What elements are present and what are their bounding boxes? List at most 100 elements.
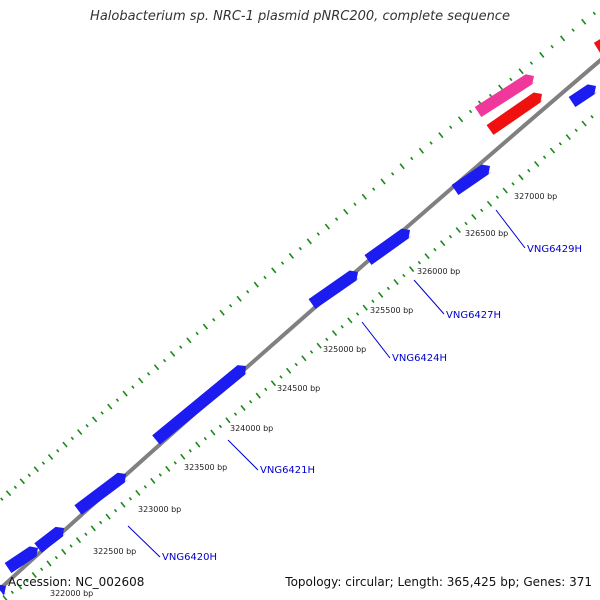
inner-tick <box>46 560 52 567</box>
gene-label-VNG6421H: VNG6421H <box>260 465 315 476</box>
inner-tick <box>511 182 515 186</box>
inner-tick <box>362 304 368 311</box>
gene-box <box>364 228 410 265</box>
inner-tick <box>590 115 594 119</box>
pink-feature-bevel <box>481 81 536 118</box>
tick-label-323500: 323500 bp <box>184 463 227 472</box>
inner-tick <box>31 572 37 579</box>
tick-label-324000: 324000 bp <box>230 424 273 433</box>
outer-tick <box>85 424 89 428</box>
inner-tick <box>518 174 524 181</box>
inner-tick <box>464 221 468 226</box>
outer-tick <box>228 304 233 308</box>
pink-feature <box>474 74 534 118</box>
outer-tick <box>488 93 493 98</box>
outer-tick <box>592 11 596 16</box>
outer-tick <box>162 358 167 363</box>
inner-tick <box>40 567 44 571</box>
gene-leader-line <box>495 209 526 249</box>
inner-tick <box>264 387 268 392</box>
gene-leader-line <box>413 279 445 315</box>
outer-tick <box>195 331 199 336</box>
outer-tick <box>468 109 473 114</box>
inner-tick <box>371 299 375 303</box>
inner-tick <box>105 513 111 520</box>
tick-label-322000: 322000 bp <box>50 589 93 598</box>
inner-tick <box>549 147 556 154</box>
outer-tick <box>316 232 320 236</box>
gene-leader-line <box>227 439 259 471</box>
outer-tick <box>571 28 575 32</box>
outer-tick <box>33 466 40 473</box>
outer-tick <box>219 309 225 316</box>
gene-leader-line <box>127 525 161 558</box>
inner-tick <box>75 537 82 544</box>
outer-tick <box>5 490 12 497</box>
inner-tick <box>25 579 29 583</box>
outer-tick <box>62 441 68 448</box>
tick-label-324500: 324500 bp <box>277 384 320 393</box>
inner-tick <box>158 473 162 477</box>
outer-tick <box>271 267 277 274</box>
gene-box-bevel <box>81 479 128 515</box>
outer-tick <box>399 163 405 170</box>
outer-tick <box>153 364 160 371</box>
tick-label-325500: 325500 bp <box>370 306 413 315</box>
accession-text: Accession: NC_002608 <box>8 575 145 589</box>
outer-tick <box>77 429 83 436</box>
inner-tick <box>135 489 141 496</box>
tick-label-323000: 323000 bp <box>138 505 181 514</box>
inner-tick <box>113 508 118 513</box>
outer-tick <box>410 156 414 161</box>
outer-tick <box>418 147 425 154</box>
outer-tick <box>19 478 26 485</box>
outer-tick <box>70 436 74 441</box>
outer-tick <box>41 461 46 465</box>
inner-tick <box>424 253 430 260</box>
topology-text: Topology: circular; Length: 365,425 bp; … <box>285 575 592 589</box>
backbone-arc <box>0 57 600 592</box>
inner-tick <box>527 168 531 173</box>
outer-tick <box>56 449 60 453</box>
inner-tick-ring <box>2 115 594 600</box>
inner-tick <box>565 134 571 141</box>
outer-tick <box>438 132 444 139</box>
inner-tick <box>558 142 563 146</box>
inner-tick <box>143 485 147 489</box>
inner-tick <box>150 477 156 484</box>
outer-tick <box>529 61 534 65</box>
outer-tick <box>539 51 545 58</box>
inner-tick <box>120 501 126 508</box>
gene-label-VNG6429H: VNG6429H <box>527 244 582 255</box>
inner-tick <box>90 525 96 532</box>
inner-tick <box>347 317 353 324</box>
inner-tick <box>248 400 253 404</box>
outer-tick <box>372 187 376 191</box>
outer-tick <box>306 238 312 245</box>
tick-label-327000: 327000 bp <box>514 192 557 201</box>
outer-tick <box>498 84 504 91</box>
inner-tick <box>325 337 329 342</box>
inner-tick <box>377 291 384 298</box>
outer-tick <box>246 289 250 294</box>
outer-tick <box>280 261 285 265</box>
inner-tick <box>233 412 238 416</box>
red-feature <box>593 39 600 53</box>
inner-tick <box>340 324 344 329</box>
label-layer: 322000 bp 322500 bp 323000 bp 323500 bp … <box>50 192 582 598</box>
red-feature <box>486 92 542 135</box>
inner-tick <box>203 436 207 441</box>
backbone-track <box>0 57 600 592</box>
inner-tick <box>165 465 171 472</box>
inner-tick <box>533 160 540 167</box>
gene-box-bevel <box>315 277 360 309</box>
gene-label-VNG6427H: VNG6427H <box>446 310 501 321</box>
outer-tick <box>550 44 554 49</box>
outer-tick <box>361 193 367 200</box>
inner-tick <box>316 342 322 349</box>
outer-tick <box>457 116 464 123</box>
gene-leader-lines <box>127 209 526 558</box>
feature-track <box>0 39 600 595</box>
outer-tick <box>390 172 395 176</box>
